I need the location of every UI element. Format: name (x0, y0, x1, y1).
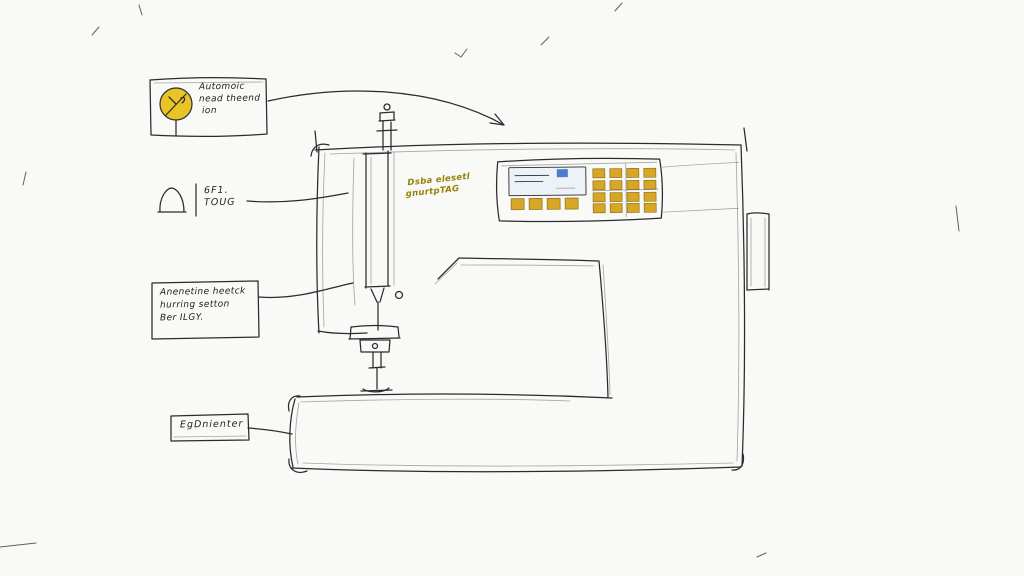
panel-button (609, 192, 623, 203)
sketch-double-strokes (295, 148, 740, 467)
auto-threader-callout-box (149, 76, 268, 138)
panel-button (564, 197, 579, 210)
extension-callout-box (170, 413, 250, 442)
panel-button (592, 180, 606, 191)
needle-section-label-line2: hurring setton (159, 299, 230, 311)
panel-button (592, 168, 606, 179)
panel-button (643, 202, 657, 213)
machine-body-outline (310, 127, 748, 467)
panel-button (626, 180, 640, 190)
dome-icon (157, 187, 187, 213)
auto-threader-label-line2: nead theend (198, 93, 261, 105)
touch-label-line1: 6F1. (203, 184, 229, 197)
panel-button (510, 198, 525, 211)
stray-marks (0, 2, 960, 558)
panel-button (609, 180, 623, 191)
presser-foot-assembly (348, 324, 401, 393)
machine-base (287, 393, 745, 473)
arrowhead (489, 113, 505, 126)
auto-threader-icon (159, 87, 193, 121)
panel-button-row (510, 197, 579, 211)
handwheel (746, 212, 770, 291)
screw-detail (394, 290, 404, 300)
auto-threader-label-line1: Automoic (198, 81, 245, 93)
panel-button (626, 168, 640, 178)
needle-bar-assembly (362, 150, 404, 331)
panel-button-grid (592, 167, 657, 214)
touch-label-line2: TOUG (203, 196, 236, 209)
lcd-cursor-block (556, 169, 568, 178)
callout-boxes (149, 76, 268, 442)
panel-button (643, 179, 657, 190)
panel-button (528, 198, 543, 210)
callout-arrows (246, 90, 505, 435)
panel-button (592, 203, 606, 214)
panel-button (592, 192, 606, 203)
needle-section-label-line1: Anenetine heetck (159, 286, 246, 298)
line-to-needle-section (258, 282, 354, 299)
panel-button (609, 168, 623, 179)
line-to-base (247, 427, 293, 435)
extension-label: EgDnienter (179, 418, 244, 431)
auto-threader-label-line3: ion (201, 105, 217, 117)
needle-section-callout-box (151, 280, 260, 340)
panel-button (643, 167, 657, 178)
panel-button (626, 192, 640, 202)
line-to-needle-bar (246, 192, 349, 203)
panel-button (643, 191, 657, 202)
panel-button (546, 197, 561, 210)
needle-section-label-line3: Ber ILGY. (159, 312, 204, 324)
arrow-to-machine-top (267, 90, 505, 126)
panel-button (626, 203, 640, 213)
panel-button (609, 203, 623, 214)
control-panel (495, 157, 740, 223)
spool-pin (376, 103, 398, 151)
